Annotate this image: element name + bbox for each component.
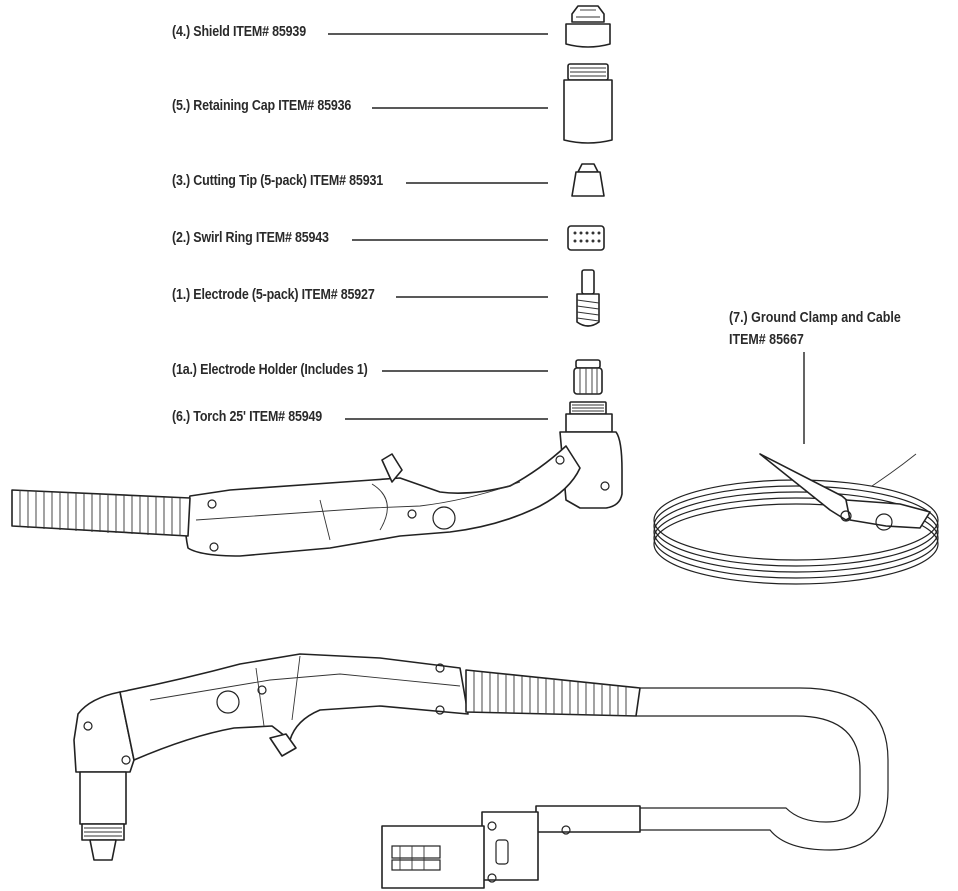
label-swirl-ring: (2.) Swirl Ring ITEM# 85943 [172, 230, 329, 246]
electrode-part [576, 269, 600, 327]
label-cutting-tip: (3.) Cutting Tip (5-pack) ITEM# 85931 [172, 173, 383, 189]
cutting-tip-part [571, 163, 605, 197]
leader-lines [328, 33, 805, 444]
ground-clamp-item: ITEM# 85667 [729, 332, 804, 348]
shield-part [565, 5, 611, 48]
retaining-cap-part [563, 63, 613, 144]
torch-lower [73, 653, 889, 889]
label-electrode-holder: (1a.) Electrode Holder (Includes 1) [172, 362, 368, 378]
swirl-ring-part [567, 225, 605, 251]
label-retaining-cap: (5.) Retaining Cap ITEM# 85936 [172, 98, 352, 114]
label-torch: (6.) Torch 25' ITEM# 85949 [172, 409, 323, 425]
label-shield: (4.) Shield ITEM# 85939 [172, 24, 306, 40]
label-ground-clamp: (7.) Ground Clamp and Cable ITEM# 85667 [729, 307, 901, 351]
ground-clamp-part [653, 453, 939, 585]
label-electrode: (1.) Electrode (5-pack) ITEM# 85927 [172, 287, 375, 303]
ground-clamp-title: (7.) Ground Clamp and Cable [729, 310, 901, 326]
torch-upper [11, 401, 623, 557]
electrode-holder-part [573, 359, 603, 395]
